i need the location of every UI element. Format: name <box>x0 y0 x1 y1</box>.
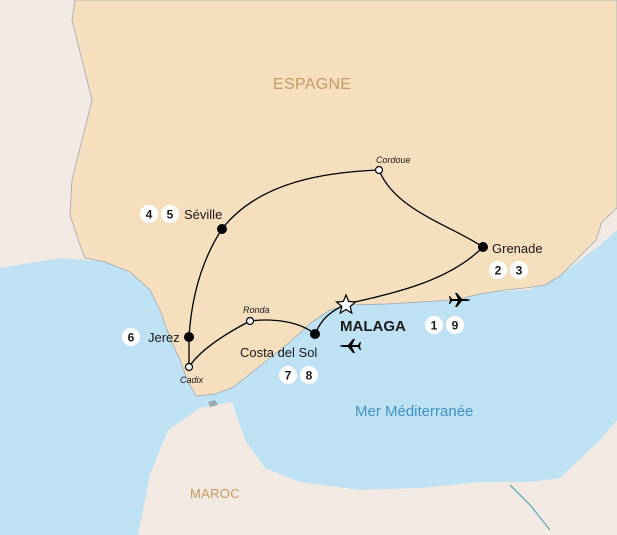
border-line <box>509 484 551 531</box>
svg-text:9: 9 <box>452 319 459 333</box>
day-badge: 4 <box>140 205 158 223</box>
day-badge: 7 <box>279 366 297 384</box>
seville-marker <box>217 224 227 234</box>
city-label-seville: Séville <box>184 207 222 222</box>
sea-label: Mer Méditerranée <box>355 403 473 420</box>
ronda-marker <box>245 316 255 326</box>
day-badge: 6 <box>122 328 140 346</box>
airplane-icon <box>449 293 471 307</box>
svg-text:2: 2 <box>495 264 502 278</box>
city-label-jerez: Jerez <box>148 330 180 345</box>
day-badge: 1 <box>425 316 443 334</box>
svg-text:4: 4 <box>146 208 153 222</box>
day-badge: 2 <box>489 261 507 279</box>
spain-land <box>69 0 617 397</box>
grenade-marker <box>478 242 488 252</box>
svg-text:5: 5 <box>167 208 174 222</box>
airplane-icon <box>339 339 361 353</box>
day-badge: 3 <box>510 261 528 279</box>
day-badge: 8 <box>300 366 318 384</box>
islet <box>208 400 218 407</box>
city-label-ronda: Ronda <box>243 305 270 315</box>
jerez-marker <box>184 332 194 342</box>
day-badge: 5 <box>161 205 179 223</box>
city-label-malaga: MALAGA <box>340 318 406 335</box>
city-label-cadix: Cadix <box>180 375 204 385</box>
svg-text:6: 6 <box>128 331 135 345</box>
route-seville-cordoue <box>221 169 380 230</box>
city-label-costa: Costa del Sol <box>240 345 317 360</box>
svg-text:7: 7 <box>285 369 292 383</box>
region-label-morocco: MAROC <box>190 486 240 501</box>
svg-text:3: 3 <box>516 264 523 278</box>
region-label-spain: ESPAGNE <box>273 76 351 93</box>
svg-text:8: 8 <box>306 369 313 383</box>
route-ronda-cadix <box>188 320 251 368</box>
day-badge: 9 <box>446 316 464 334</box>
cadix-marker <box>184 362 194 372</box>
costa-marker <box>310 329 320 339</box>
cordoue-marker <box>374 165 384 175</box>
city-label-cordoue: Cordoue <box>376 155 411 165</box>
route-cordoue-grenade <box>378 169 484 248</box>
route-grenade-malaga <box>345 246 484 305</box>
route-jerez-seville <box>188 228 223 338</box>
morocco-land <box>138 402 617 535</box>
svg-text:1: 1 <box>431 319 438 333</box>
city-label-grenade: Grenade <box>492 241 543 256</box>
star-icon <box>334 293 358 315</box>
route-costa-ronda <box>249 319 316 335</box>
